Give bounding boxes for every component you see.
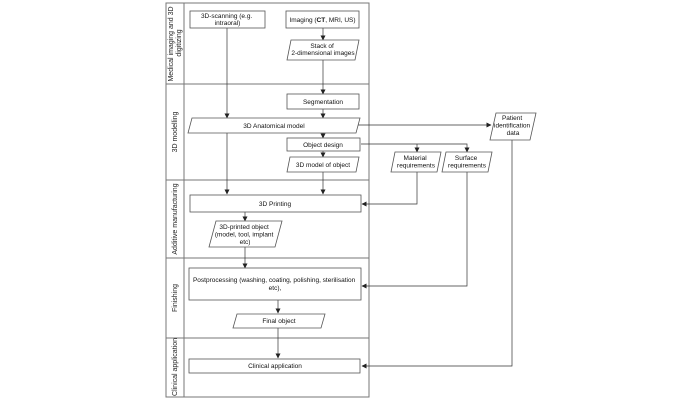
lane-label-finishing: Finishing [172,284,179,312]
node-3d-printed-object[interactable]: 3D-printed object (model, tool, implant … [208,220,283,248]
node-label: Object design [303,142,343,149]
node-label: Patient identification data [494,115,532,137]
node-scanning[interactable]: 3D-scanning (e.g. intraoral) [189,10,266,29]
node-imaging[interactable]: Imaging (CT, MRI, US) [285,10,360,29]
node-clinical-application[interactable]: Clinical application [188,358,361,374]
outer-frame [165,2,370,398]
node-label: Material requirements [397,155,436,170]
lane-label-clinical: Clinical application [172,338,179,396]
node-stack[interactable]: Stack of 2-dimensional images [286,39,360,61]
node-label: Segmentation [303,99,343,106]
node-label: Imaging (CT, MRI, US) [289,17,355,24]
node-object-design[interactable]: Object design [286,137,361,152]
node-material-requirements[interactable]: Material requirements [390,151,442,173]
edge-patientdata-clinical [361,140,513,369]
edge-surface-postprocessing [361,172,468,289]
node-3d-model-of-object[interactable]: 3D model of object [286,156,360,173]
node-segmentation[interactable]: Segmentation [286,93,360,110]
node-label: Surface requirements [448,155,487,170]
node-label: Postprocessing (washing, coating, polish… [193,277,357,292]
edge-material-printing [361,172,418,207]
node-postprocessing[interactable]: Postprocessing (washing, coating, polish… [188,267,362,301]
edge-objectdesign-surface [361,143,470,153]
node-label: 3D Anatomical model [243,123,305,130]
node-final-object[interactable]: Final object [232,313,326,329]
node-label: 3D Printing [259,201,292,208]
edges [224,28,513,369]
lane-labels: Medical imaging and 3D digitizing 3D mod… [168,4,183,396]
node-anatomical-model[interactable]: 3D Anatomical model [187,117,361,134]
node-surface-requirements[interactable]: Surface requirements [441,151,493,173]
node-label: 3D-printed object (model, tool, implant … [215,224,275,246]
node-3d-printing[interactable]: 3D Printing [189,194,362,213]
node-label: Stack of 2-dimensional images [291,43,355,57]
node-label: 3D-scanning (e.g. intraoral) [201,13,254,27]
lane-label-imaging: Medical imaging and 3D digitizing [168,4,183,81]
swimlane-frame [165,2,370,398]
node-label: 3D model of object [296,162,350,169]
lane-label-modelling: 3D modelling [172,111,179,152]
node-label: Clinical application [248,363,302,370]
node-label: Final object [262,318,295,325]
node-patient-identification-data[interactable]: Patient identification data [489,112,537,141]
lane-label-manufacturing: Additive manufacturing [172,183,179,254]
